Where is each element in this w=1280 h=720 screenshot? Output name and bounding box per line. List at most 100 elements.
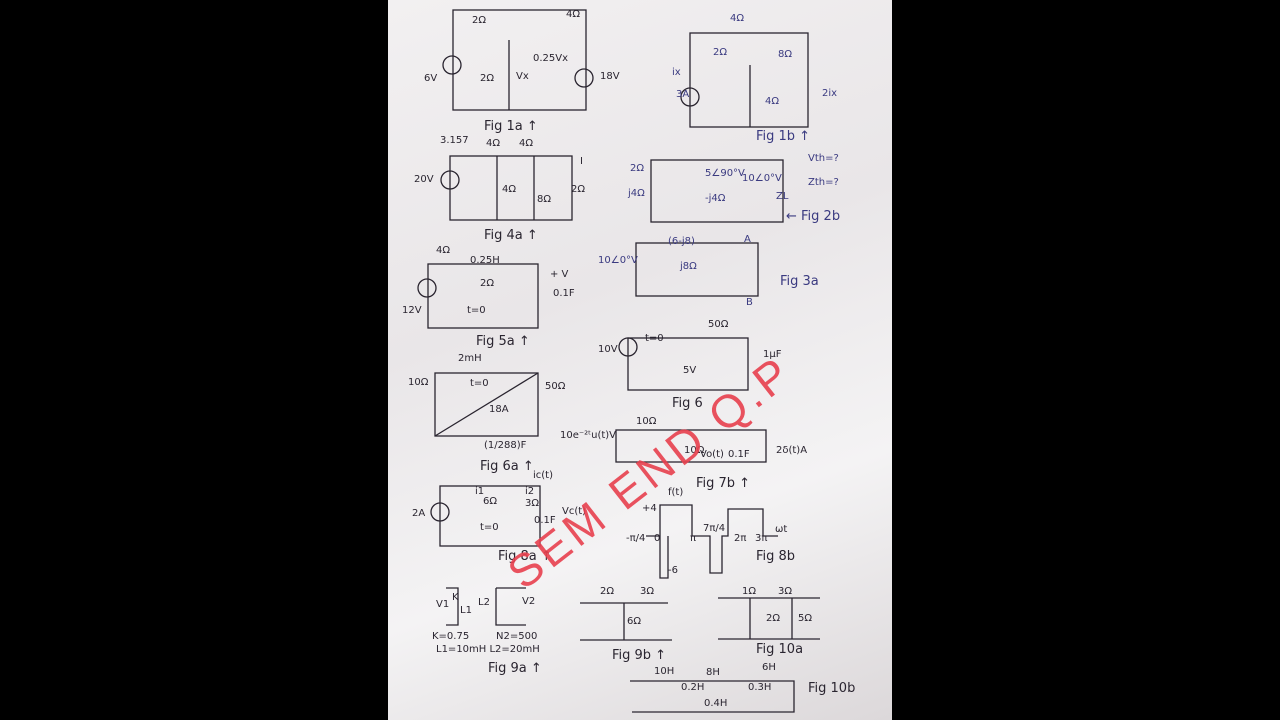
circuit-fig-4a	[449, 155, 573, 221]
component-label: t=0	[480, 522, 499, 533]
component-label: 0.2H	[681, 682, 705, 693]
component-label: 4Ω	[502, 184, 517, 195]
component-label: 3Ω	[525, 498, 540, 509]
component-label: 6Ω	[627, 616, 642, 627]
component-label: 5∠90°V	[705, 168, 745, 179]
component-label: L1	[460, 605, 472, 616]
source-2a	[430, 502, 450, 522]
component-label: 20V	[414, 174, 434, 185]
figure-caption: Fig 1b ↑	[756, 129, 811, 144]
component-label: 0.1F	[553, 288, 575, 299]
component-label: K	[452, 592, 459, 603]
figure-caption: Fig 8b	[756, 549, 796, 564]
figure-caption: Fig 3a	[780, 274, 819, 289]
component-label: 2A	[412, 508, 426, 519]
component-label: (6-j8)	[668, 236, 695, 247]
component-label: -π/4	[626, 533, 646, 544]
component-label: L2	[478, 597, 490, 608]
component-label: 10Ω	[636, 416, 657, 427]
component-label: + V	[550, 269, 569, 280]
component-label: -j4Ω	[705, 193, 726, 204]
component-label: t=0	[645, 333, 664, 344]
component-label: N2=500	[496, 631, 538, 642]
circuit-fig-9b	[580, 602, 672, 641]
figure-caption: Fig 10b	[808, 681, 856, 696]
component-label: (1/288)F	[484, 440, 527, 451]
circuit-fig-5a	[427, 263, 539, 329]
component-label: V2	[522, 596, 536, 607]
figure-caption: Fig 6a ↑	[480, 459, 534, 474]
component-label: Vo(t)	[700, 449, 724, 460]
component-label: 18V	[600, 71, 620, 82]
component-label: 10∠0°V	[598, 255, 638, 266]
component-label: 2Ω	[600, 586, 615, 597]
component-label: 2Ω	[713, 47, 728, 58]
circuit-fig-10b	[630, 680, 795, 713]
circuit-fig-10a	[718, 597, 820, 640]
component-label: 8Ω	[537, 194, 552, 205]
circuit-fig-3a	[635, 242, 759, 297]
component-label: 2Ω	[472, 15, 487, 26]
component-label: 3Ω	[778, 586, 793, 597]
component-label: V1	[436, 599, 450, 610]
component-label: 50Ω	[708, 319, 729, 330]
source-12v	[417, 278, 437, 298]
figure-caption: ← Fig 2b	[786, 209, 841, 224]
component-label: K=0.75	[432, 631, 470, 642]
component-label: 8H	[706, 667, 720, 678]
component-label: 3Ω	[640, 586, 655, 597]
component-label: 2π	[734, 533, 747, 544]
component-label: 2mH	[458, 353, 482, 364]
component-label: 0.4H	[704, 698, 728, 709]
source-10v	[618, 337, 638, 357]
component-label: ZL	[776, 191, 789, 202]
figure-caption: Fig 7b ↑	[696, 476, 751, 491]
component-label: π	[690, 533, 697, 544]
component-label: t=0	[467, 305, 486, 316]
component-label: 6H	[762, 662, 776, 673]
figure-caption: Fig 9b ↑	[612, 648, 667, 663]
component-label: 2δ(t)A	[776, 445, 808, 456]
component-label: 18A	[489, 404, 509, 415]
component-label: Zth=?	[808, 177, 839, 188]
component-label: 2Ω	[571, 184, 586, 195]
component-label: 2Ω	[630, 163, 645, 174]
component-label: 12V	[402, 305, 422, 316]
component-label: j8Ω	[680, 261, 697, 272]
component-label: 7π/4	[703, 523, 726, 534]
component-label: j4Ω	[628, 188, 645, 199]
source-20v	[440, 170, 460, 190]
component-label: 0.1F	[534, 515, 556, 526]
component-label: 10∠0°V	[742, 173, 782, 184]
component-label: -6	[668, 565, 678, 576]
component-label: 0.25H	[470, 255, 500, 266]
component-label: 4Ω	[436, 245, 451, 256]
figure-caption: Fig 5a ↑	[476, 334, 530, 349]
component-label: 4Ω	[765, 96, 780, 107]
component-label: Vc(t)	[562, 506, 587, 517]
circuit-fig-8a	[439, 485, 541, 547]
component-label: 0.1F	[728, 449, 750, 460]
component-label: 10V	[598, 344, 618, 355]
component-label: +4	[642, 503, 657, 514]
circuit-fig-1b	[689, 32, 809, 128]
component-label: 0	[654, 533, 661, 544]
figure-caption: Fig 10a	[756, 642, 804, 657]
component-label: 10Ω	[408, 377, 429, 388]
component-label: 6V	[424, 73, 438, 84]
component-label: 3π	[755, 533, 768, 544]
component-label: Vth=?	[808, 153, 839, 164]
component-label: Vx	[516, 71, 529, 82]
figure-caption: Fig 6	[672, 396, 703, 411]
component-label: 1Ω	[742, 586, 757, 597]
component-label: B	[746, 297, 753, 308]
figure-caption: Fig 8a ↑	[498, 549, 552, 564]
component-label: i1	[475, 486, 485, 497]
component-label: A	[744, 234, 751, 245]
component-label: 5Ω	[798, 613, 813, 624]
component-label: 6Ω	[483, 496, 498, 507]
source-3a	[680, 87, 700, 107]
component-label: f(t)	[668, 487, 684, 498]
waveform-fig-8b	[646, 504, 778, 579]
component-label: i2	[525, 486, 535, 497]
